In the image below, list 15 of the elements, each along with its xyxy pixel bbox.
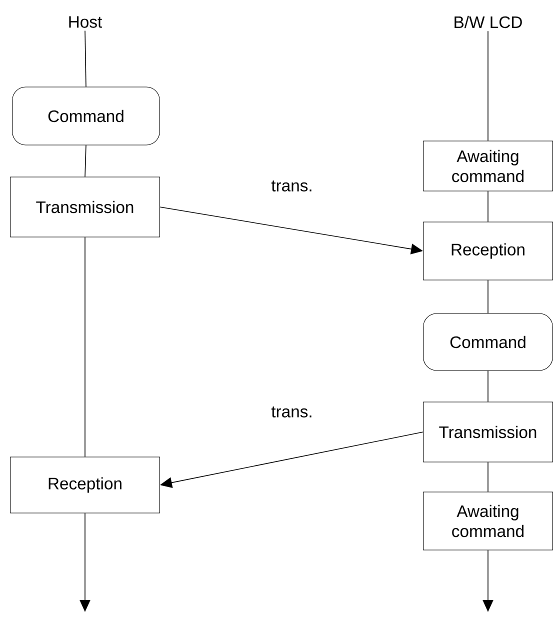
process-box: Reception — [10, 456, 160, 514]
rounded-box: Command — [12, 86, 160, 146]
process-box: Transmission — [423, 402, 553, 462]
edge-label: trans. — [270, 405, 314, 419]
process-box: Awaiting command — [423, 492, 553, 550]
rounded-box: Command — [423, 313, 553, 371]
process-box: Reception — [423, 222, 553, 280]
process-box: Awaiting command — [423, 140, 553, 192]
lifeline — [84, 144, 86, 178]
lifeline-label: Host — [69, 16, 102, 28]
process-box: Transmission — [10, 176, 160, 238]
lifeline — [84, 30, 86, 88]
edge-label: trans. — [270, 179, 314, 193]
lifeline — [84, 236, 86, 458]
lifeline-label: B/W LCD — [454, 16, 522, 28]
